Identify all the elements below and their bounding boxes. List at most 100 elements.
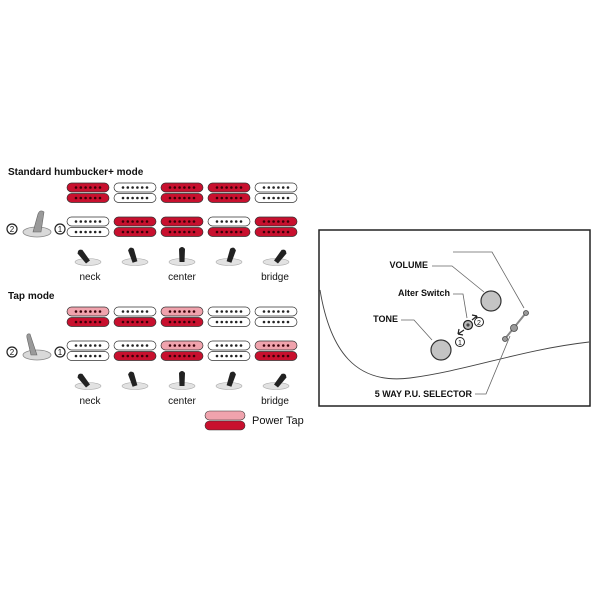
pole-piece (272, 230, 275, 234)
pole-piece (121, 354, 125, 358)
pole-piece (234, 196, 238, 200)
pole-piece (239, 344, 243, 347)
position-label-bridge: bridge (261, 272, 289, 283)
pole-piece (281, 354, 285, 358)
pickup-coil-white (254, 306, 298, 317)
pole-piece (239, 196, 243, 200)
pole-piece (262, 186, 266, 189)
pole-piece (79, 220, 83, 223)
pole-piece (187, 230, 191, 234)
selector-lever-icon (121, 371, 149, 390)
pole-piece (277, 320, 280, 324)
position-label-neck: neck (79, 396, 101, 407)
pole-piece (79, 344, 83, 347)
pole-piece (168, 196, 172, 200)
alter-position-1-marker (455, 337, 465, 347)
alter-arrow-down-icon (457, 328, 465, 336)
pickup-coil-white (66, 351, 110, 361)
pole-piece (239, 320, 243, 324)
pole-piece (140, 344, 144, 347)
pole-piece (281, 344, 285, 347)
pole-piece (173, 344, 177, 347)
pickup-coil-red (113, 216, 157, 227)
pole-piece (234, 320, 238, 324)
pickup-coil-red (66, 182, 110, 193)
pole-piece (131, 230, 134, 234)
pole-piece (173, 354, 177, 358)
selector-lever-icon (74, 373, 102, 390)
pole-piece (140, 230, 144, 234)
pole-piece (286, 320, 290, 324)
pole-piece (93, 186, 97, 189)
pole-piece (168, 310, 172, 313)
pickup-coil-red (254, 216, 298, 227)
pole-piece (187, 310, 191, 313)
pole-piece (126, 344, 130, 347)
pole-piece (281, 230, 285, 234)
pole-piece (84, 196, 87, 200)
pole-piece (93, 220, 97, 223)
pole-piece (74, 230, 78, 234)
pole-piece (267, 196, 271, 200)
pole-piece (74, 186, 78, 189)
pole-piece (277, 230, 280, 234)
pole-piece (145, 196, 149, 200)
pole-piece (272, 320, 275, 324)
standard-mode-title: Standard humbucker+ mode (8, 167, 144, 178)
toggle-switch-tap: 2 1 (6, 333, 66, 361)
lever-tip (128, 371, 138, 387)
pickup-grid (66, 182, 298, 390)
pole-piece (187, 196, 191, 200)
switch-lever-icon (32, 210, 45, 233)
pole-piece (230, 354, 233, 358)
pole-piece (262, 354, 266, 358)
pickup-coil-white (254, 193, 298, 203)
pole-piece (215, 220, 219, 223)
pole-piece (187, 320, 191, 324)
pole-piece (74, 220, 78, 223)
pole-piece (126, 220, 130, 223)
pole-piece (286, 220, 290, 223)
right-panel: 2 1 VOLUME Alter Switch TONE 5 WAY P.U. … (318, 229, 591, 407)
pickup-coil-white (113, 340, 157, 351)
pole-piece (131, 220, 134, 223)
pole-piece (239, 220, 243, 223)
pole-piece (286, 344, 290, 347)
pole-piece (79, 320, 83, 324)
pole-piece (173, 186, 177, 189)
pole-piece (140, 310, 144, 313)
control-panel-frame (318, 229, 591, 407)
pole-piece (187, 344, 191, 347)
pole-piece (239, 354, 243, 358)
pickup-coil-red (66, 317, 110, 327)
pole-piece (178, 220, 181, 223)
pole-piece (173, 310, 177, 313)
pole-piece (98, 344, 102, 347)
position-2-marker (6, 346, 18, 358)
selector-screw (502, 336, 508, 342)
pole-piece (267, 230, 271, 234)
pole-piece (239, 230, 243, 234)
pole-piece (220, 344, 224, 347)
pole-piece (187, 354, 191, 358)
pole-piece (126, 186, 130, 189)
pole-piece (281, 320, 285, 324)
power-tap-legend: Power Tap (204, 410, 304, 431)
pole-piece (74, 196, 78, 200)
position-label-center: center (168, 396, 196, 407)
pole-piece (215, 186, 219, 189)
pole-piece (93, 196, 97, 200)
pole-piece (272, 310, 275, 313)
pole-piece (84, 320, 87, 324)
pole-piece (220, 230, 224, 234)
pole-piece (192, 186, 196, 189)
pole-piece (140, 354, 144, 358)
pole-piece (192, 220, 196, 223)
selector-top-leader (453, 251, 525, 309)
pickup-coil-white (113, 306, 157, 317)
selector-lever-icon (215, 371, 243, 390)
pole-piece (98, 186, 102, 189)
pole-piece (234, 344, 238, 347)
pole-piece (262, 344, 266, 347)
